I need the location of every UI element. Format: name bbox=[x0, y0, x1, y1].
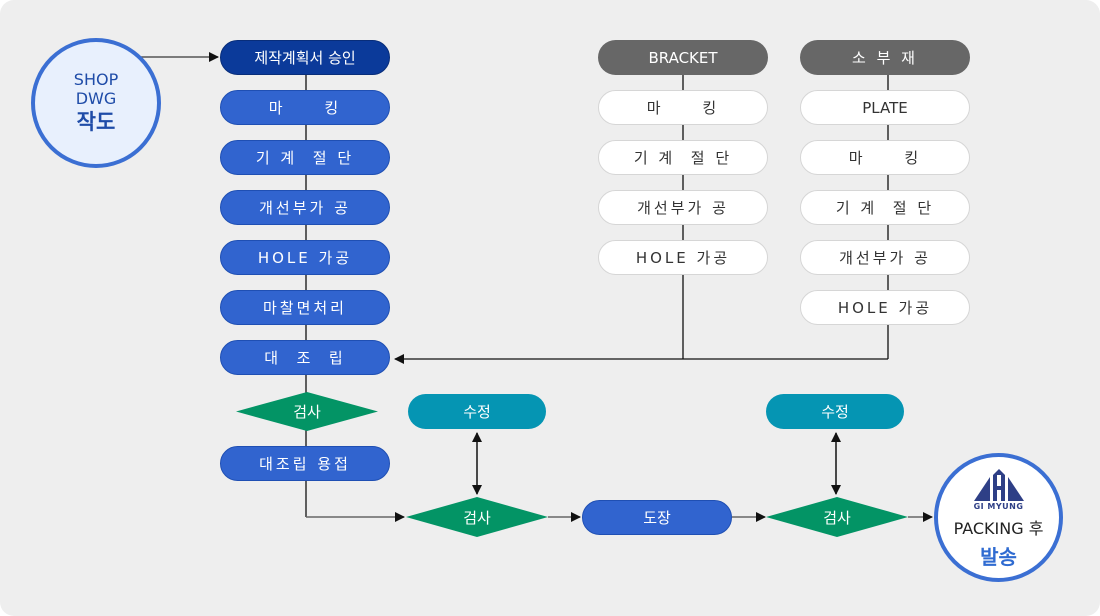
diamond-shape bbox=[236, 392, 378, 431]
start-line2: DWG bbox=[75, 89, 117, 108]
diamond-shape bbox=[406, 497, 548, 537]
assembly-welding-node: 대조립 용접 bbox=[220, 446, 390, 481]
start-line1: SHOP bbox=[73, 70, 119, 89]
inspection1-label: 검사 bbox=[293, 403, 321, 421]
bracket-step-marking: 마 킹 bbox=[598, 90, 768, 125]
painting-node: 도장 bbox=[582, 500, 732, 535]
parts-step-beveling: 개선부가 공 bbox=[800, 240, 970, 275]
end-line2: 발송 bbox=[980, 545, 1017, 569]
diamond-shape bbox=[766, 497, 908, 537]
parts-step-hole: HOLE 가공 bbox=[800, 290, 970, 325]
bracket-step-beveling: 개선부가 공 bbox=[598, 190, 768, 225]
main-step-beveling: 개선부가 공 bbox=[220, 190, 390, 225]
approval-node: 제작계획서 승인 bbox=[220, 40, 390, 75]
end-line1: PACKING 후 bbox=[953, 519, 1044, 538]
parts-header: 소 부 재 bbox=[800, 40, 970, 75]
main-step-hole: HOLE 가공 bbox=[220, 240, 390, 275]
main-step-assembly: 대 조 립 bbox=[220, 340, 390, 375]
logo-text: GI MYUNG bbox=[973, 502, 1024, 511]
inspection2-diamond: 검사 bbox=[406, 497, 548, 537]
revise2-node: 수정 bbox=[766, 394, 904, 429]
main-step-marking: 마 킹 bbox=[220, 90, 390, 125]
parts-step-marking: 마 킹 bbox=[800, 140, 970, 175]
inspection1-diamond: 검사 bbox=[236, 392, 378, 431]
start-line3: 작도 bbox=[76, 110, 116, 134]
inspection3-diamond: 검사 bbox=[766, 497, 908, 537]
shop-dwg-start-node: SHOP DWG 작도 bbox=[31, 38, 161, 168]
bracket-header: BRACKET bbox=[598, 40, 768, 75]
parts-step-plate: PLATE bbox=[800, 90, 970, 125]
packing-end-node: GI MYUNG PACKING 후 발송 bbox=[934, 453, 1063, 582]
gimyung-logo-icon bbox=[973, 469, 1024, 501]
inspection2-label: 검사 bbox=[463, 508, 491, 527]
main-step-cutting: 기 계 절 단 bbox=[220, 140, 390, 175]
parts-step-cutting: 기 계 절 단 bbox=[800, 190, 970, 225]
bracket-step-hole: HOLE 가공 bbox=[598, 240, 768, 275]
main-step-friction-surface: 마찰면처리 bbox=[220, 290, 390, 325]
inspection3-label: 검사 bbox=[823, 508, 851, 527]
bracket-step-cutting: 기 계 절 단 bbox=[598, 140, 768, 175]
revise1-node: 수정 bbox=[408, 394, 546, 429]
